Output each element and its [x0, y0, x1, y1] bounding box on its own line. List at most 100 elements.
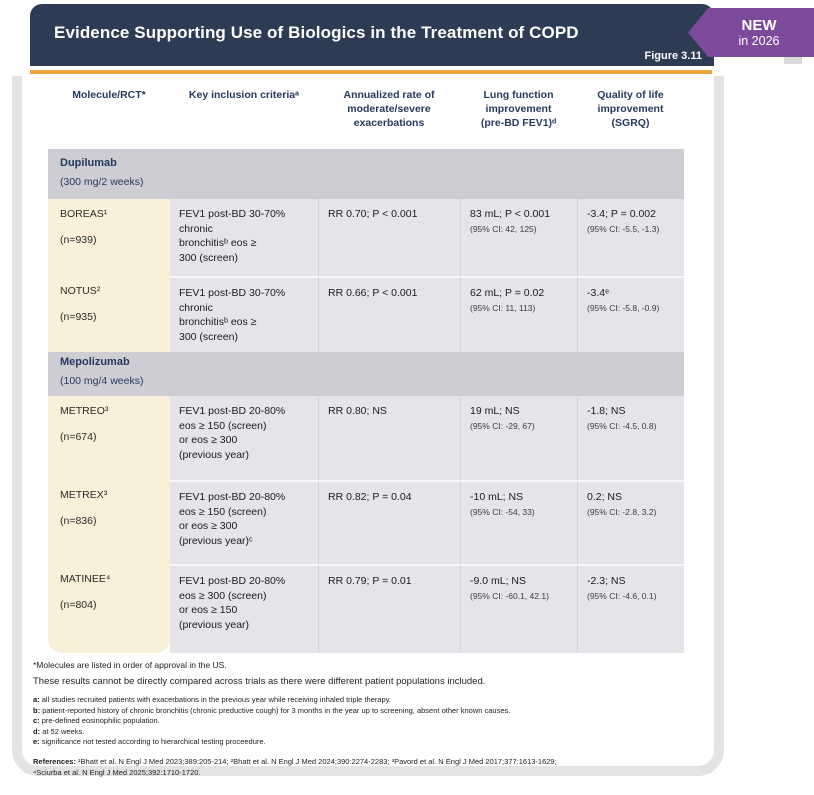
lung-function-cell: 83 mL; P < 0.001 (95% CI: 42, 125) [460, 199, 577, 276]
criteria-cell: FEV1 post-BD 20-80% eos ≥ 150 (screen) o… [170, 396, 318, 480]
lung-function-value: -9.0 mL; NS [470, 575, 527, 587]
exacerbation-rate-cell: RR 0.70; P < 0.001 [318, 199, 460, 276]
references: References: ¹Bhatt et al. N Engl J Med 2… [33, 756, 733, 778]
criteria-cell: FEV1 post-BD 30-70% chronic bronchitisᵇ … [170, 276, 318, 352]
footnote-a: a: all studies recruited patients with e… [33, 695, 733, 706]
trial-cell: BOREAS¹ (n=939) [48, 199, 170, 276]
evidence-table: Molecule/RCT* Key inclusion criteriaᵃ An… [48, 85, 684, 653]
trial-name: METREO³ [60, 405, 109, 417]
exacerbation-rate-cell: RR 0.66; P < 0.001 [318, 276, 460, 352]
lung-function-ci: (95% CI: 11, 113) [470, 302, 536, 313]
lung-function-ci: (95% CI: 42, 125) [470, 223, 537, 234]
footnotes: *Molecules are listed in order of approv… [33, 660, 733, 778]
lung-function-ci: (95% CI: -60.1, 42.1) [470, 590, 549, 601]
new-badge: NEW in 2026 [688, 8, 814, 57]
column-header-criteria: Key inclusion criteriaᵃ [188, 89, 300, 101]
section-header-mepolizumab: Mepolizumab (100 mg/4 weeks) [48, 350, 684, 396]
trial-cell: NOTUS² (n=935) [48, 276, 170, 352]
trial-cell: MATINEE⁴ (n=804) [48, 564, 170, 653]
trial-n: (n=836) [60, 514, 97, 527]
table-row-boreas: BOREAS¹ (n=939) FEV1 post-BD 30-70% chro… [48, 199, 684, 276]
footnote-text: pre-defined eosinophilic population. [41, 716, 160, 725]
lung-function-value: 62 mL; P = 0.02 [470, 287, 545, 299]
lung-function-ci: (95% CI: -29, 67) [470, 420, 535, 431]
new-badge-year: in 2026 [738, 33, 780, 48]
figure-label: Figure 3.11 [644, 50, 702, 62]
footnote-text: patient-reported history of chronic bron… [42, 705, 511, 715]
trial-cell: METREX³ (n=836) [48, 480, 170, 564]
accent-divider [30, 70, 712, 74]
exacerbation-rate-cell: RR 0.79; P = 0.01 [318, 564, 460, 653]
column-header-lung-function: Lung function improvement (pre-BD FEV1)ᵈ [480, 89, 557, 129]
lung-function-value: 83 mL; P < 0.001 [470, 208, 551, 220]
trial-cell: METREO³ (n=674) [48, 396, 170, 480]
header-bar: Evidence Supporting Use of Biologics in … [30, 4, 714, 66]
quality-of-life-ci: (95% CI: -4.5, 0.8) [587, 420, 657, 431]
lung-function-value: -10 mL; NS [470, 491, 524, 503]
column-header-molecule: Molecule/RCT* [72, 89, 146, 101]
footnote-comparison: These results cannot be directly compare… [33, 676, 486, 687]
lung-function-ci: (95% CI: -54, 33) [470, 506, 535, 517]
table-header-row: Molecule/RCT* Key inclusion criteriaᵃ An… [48, 85, 684, 149]
trial-name: MATINEE⁴ [60, 573, 111, 585]
footnote-star: *Molecules are listed in order of approv… [33, 660, 227, 670]
section-dose: (300 mg/2 weeks) [60, 176, 144, 188]
section-header-dupilumab: Dupilumab (300 mg/2 weeks) [48, 149, 684, 199]
footnote-text: all studies recruited patients with exac… [41, 695, 391, 704]
footnote-letter: b: [33, 705, 41, 715]
quality-of-life-value: -3.4ᵉ [587, 287, 609, 299]
quality-of-life-cell: -2.3; NS (95% CI: -4.6, 0.1) [577, 564, 684, 653]
references-label: References: [33, 756, 76, 766]
page-title: Evidence Supporting Use of Biologics in … [54, 23, 579, 42]
section-name: Dupilumab [60, 157, 117, 169]
new-badge-text: NEW [741, 16, 777, 34]
trial-name: BOREAS¹ [60, 208, 108, 220]
criteria-cell: FEV1 post-BD 30-70% chronic bronchitisᵇ … [170, 199, 318, 276]
lung-function-cell: 62 mL; P = 0.02 (95% CI: 11, 113) [460, 276, 577, 352]
footnote-letter: d: [33, 726, 41, 736]
lung-function-cell: 19 mL; NS (95% CI: -29, 67) [460, 396, 577, 480]
exacerbation-rate-cell: RR 0.80; NS [318, 396, 460, 480]
trial-n: (n=804) [60, 598, 97, 611]
footnote-text: at 52 weeks. [42, 726, 85, 736]
lung-function-cell: -10 mL; NS (95% CI: -54, 33) [460, 480, 577, 564]
lung-function-value: 19 mL; NS [470, 405, 520, 417]
table-row-metrex: METREX³ (n=836) FEV1 post-BD 20-80% eos … [48, 480, 684, 564]
quality-of-life-value: -3.4; P = 0.002 [587, 208, 656, 220]
trial-name: NOTUS² [60, 285, 101, 297]
footnote-c: c: pre-defined eosinophilic population. [33, 716, 733, 727]
quality-of-life-value: -2.3; NS [587, 575, 626, 587]
exacerbation-rate-cell: RR 0.82; P = 0.04 [318, 480, 460, 564]
quality-of-life-ci: (95% CI: -2.8, 3.2) [587, 506, 657, 517]
ribbon-fold [784, 55, 802, 64]
footnote-letter: c: [33, 716, 40, 725]
table-row-matinee: MATINEE⁴ (n=804) FEV1 post-BD 20-80% eos… [48, 564, 684, 653]
column-header-exacerbations: Annualized rate of moderate/severe exace… [343, 89, 435, 129]
quality-of-life-ci: (95% CI: -4.6, 0.1) [587, 590, 657, 601]
quality-of-life-ci: (95% CI: -5.5, -1.3) [587, 223, 660, 234]
card-border [12, 76, 724, 776]
trial-n: (n=935) [60, 310, 97, 323]
quality-of-life-cell: -3.4; P = 0.002 (95% CI: -5.5, -1.3) [577, 199, 684, 276]
table-row-metreo: METREO³ (n=674) FEV1 post-BD 20-80% eos … [48, 396, 684, 480]
footnote-e: e: significance not tested according to … [33, 737, 733, 748]
trial-n: (n=674) [60, 430, 97, 443]
trial-n: (n=939) [60, 233, 97, 246]
quality-of-life-cell: -1.8; NS (95% CI: -4.5, 0.8) [577, 396, 684, 480]
section-name: Mepolizumab [60, 356, 130, 368]
quality-of-life-cell: 0.2; NS (95% CI: -2.8, 3.2) [577, 480, 684, 564]
quality-of-life-cell: -3.4ᵉ (95% CI: -5.8, -0.9) [577, 276, 684, 352]
criteria-cell: FEV1 post-BD 20-80% eos ≥ 150 (screen) o… [170, 480, 318, 564]
quality-of-life-value: -1.8; NS [587, 405, 626, 417]
footnote-letter: a: [33, 695, 40, 704]
criteria-cell: FEV1 post-BD 20-80% eos ≥ 300 (screen) o… [170, 564, 318, 653]
column-header-quality-of-life: Quality of life improvement (SGRQ) [597, 89, 664, 129]
quality-of-life-ci: (95% CI: -5.8, -0.9) [587, 302, 660, 313]
references-text: ¹Bhatt et al. N Engl J Med 2023;389:205-… [33, 756, 557, 777]
table-row-notus: NOTUS² (n=935) FEV1 post-BD 30-70% chron… [48, 276, 684, 352]
footnote-letter: e: [33, 737, 40, 746]
section-dose: (100 mg/4 weeks) [60, 375, 144, 387]
footnote-b: b: patient-reported history of chronic b… [33, 706, 733, 717]
trial-name: METREX³ [60, 489, 108, 501]
